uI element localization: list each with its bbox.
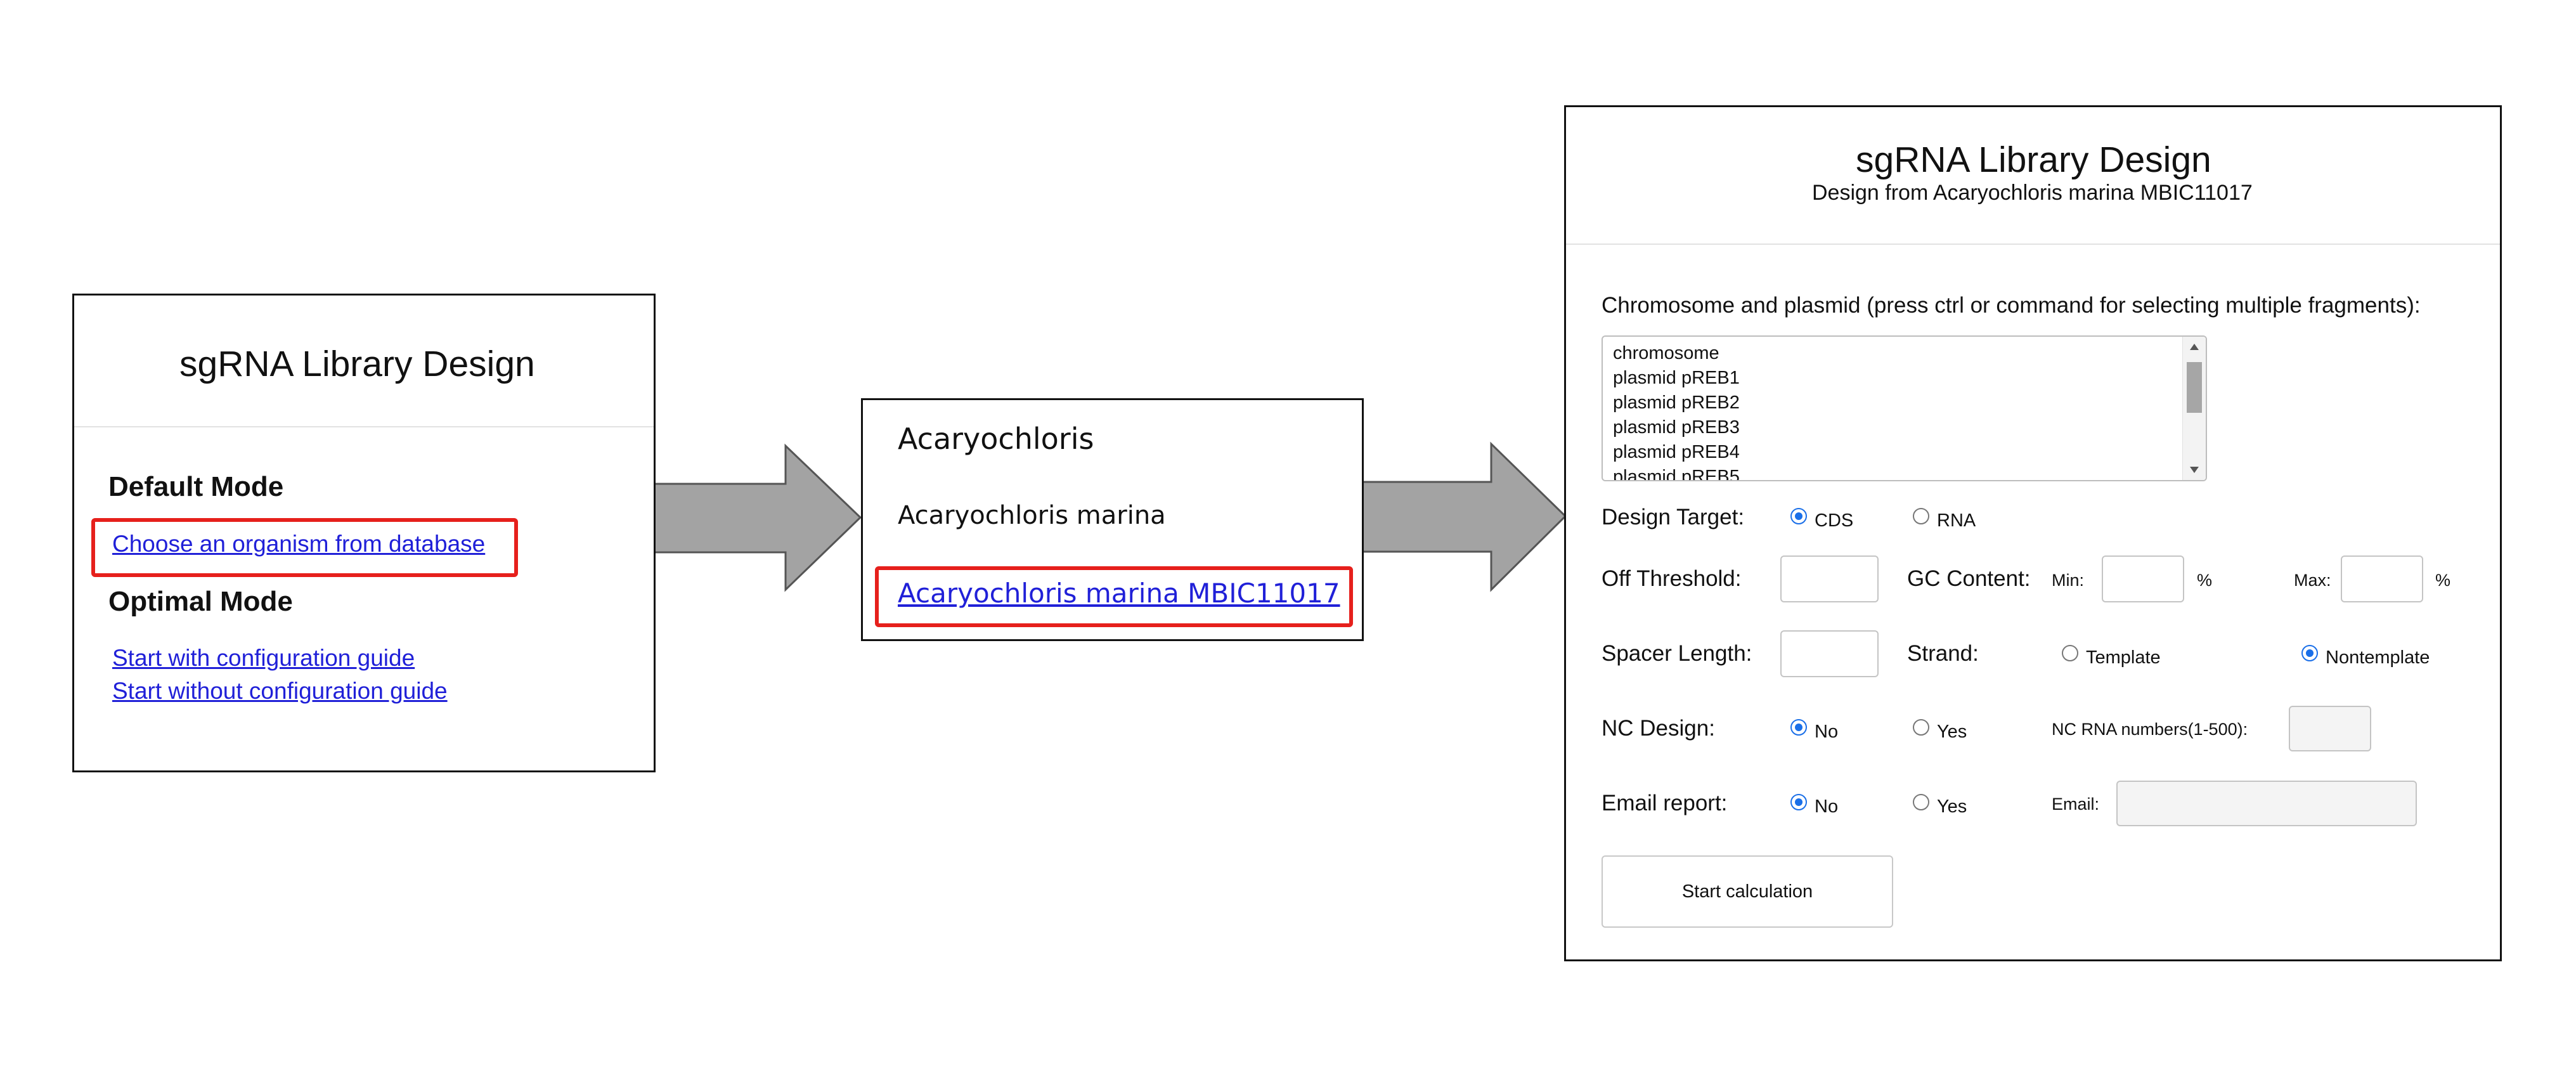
default-mode-heading: Default Mode <box>108 471 284 502</box>
gc-content-label: GC Content: <box>1907 566 2031 591</box>
fragments-listbox[interactable]: chromosome plasmid pREB1 plasmid pREB2 p… <box>1602 335 2207 481</box>
off-threshold-label: Off Threshold: <box>1602 566 1742 591</box>
email-input[interactable] <box>2116 781 2417 826</box>
organism-browser-panel: Acaryochloris Acaryochloris marina Acary… <box>861 398 1364 641</box>
email-report-label: Email report: <box>1602 791 1728 815</box>
divider <box>74 426 654 427</box>
strand-template-label: Template <box>2086 647 2161 668</box>
nc-design-label: NC Design: <box>1602 716 1715 741</box>
target-cds-label: CDS <box>1815 510 1854 531</box>
right-arrow-icon <box>1362 441 1567 592</box>
panel-title: sgRNA Library Design <box>179 344 535 384</box>
email-report-no-radio[interactable] <box>1790 794 1807 810</box>
gc-min-input[interactable] <box>2102 555 2184 602</box>
list-item[interactable]: plasmid pREB5 <box>1613 467 1740 481</box>
list-item[interactable]: plasmid pREB4 <box>1613 442 1740 462</box>
scrollbar[interactable] <box>2182 337 2206 480</box>
list-item[interactable]: plasmid pREB1 <box>1613 368 1740 388</box>
start-without-guide-link[interactable]: Start without configuration guide <box>112 678 448 704</box>
target-cds-radio[interactable] <box>1790 508 1807 524</box>
spacer-length-input[interactable] <box>1780 630 1879 677</box>
target-rna-radio[interactable] <box>1913 508 1929 524</box>
gc-max-label: Max: <box>2294 571 2331 590</box>
target-rna-label: RNA <box>1937 510 1976 531</box>
scrollbar-thumb[interactable] <box>2187 362 2202 413</box>
strand-nontemplate-radio[interactable] <box>2301 645 2318 661</box>
form-title: sgRNA Library Design <box>1856 140 2211 180</box>
start-with-guide-link[interactable]: Start with configuration guide <box>112 645 415 671</box>
start-calculation-button[interactable]: Start calculation <box>1602 855 1893 928</box>
design-target-label: Design Target: <box>1602 505 1745 529</box>
choose-organism-link[interactable]: Choose an organism from database <box>112 531 486 557</box>
strand-nontemplate-label: Nontemplate <box>2326 647 2430 668</box>
spacer-length-label: Spacer Length: <box>1602 641 1752 666</box>
list-item[interactable]: chromosome <box>1613 343 1719 363</box>
gc-min-percent: % <box>2197 571 2213 590</box>
mode-selection-panel: sgRNA Library Design Default Mode Choose… <box>72 294 656 772</box>
gc-max-input[interactable] <box>2341 555 2423 602</box>
list-item[interactable]: plasmid pREB3 <box>1613 417 1740 438</box>
form-subtitle: Design from Acaryochloris marina MBIC110… <box>1812 181 2253 205</box>
genus-item[interactable]: Acaryochloris <box>898 422 1094 456</box>
fragments-label: Chromosome and plasmid (press ctrl or co… <box>1602 293 2421 318</box>
email-report-yes-label: Yes <box>1937 796 1967 817</box>
optimal-mode-heading: Optimal Mode <box>108 586 293 617</box>
gc-min-label: Min: <box>2052 571 2085 590</box>
strain-link[interactable]: Acaryochloris marina MBIC11017 <box>898 578 1340 609</box>
scroll-up-icon[interactable] <box>2189 343 2199 351</box>
nc-rna-numbers-input[interactable] <box>2289 706 2371 751</box>
nc-rna-numbers-label: NC RNA numbers(1-500): <box>2052 720 2248 739</box>
email-report-yes-radio[interactable] <box>1913 794 1929 810</box>
divider <box>1566 244 2500 245</box>
nc-design-no-label: No <box>1815 722 1839 742</box>
email-label: Email: <box>2052 795 2100 814</box>
species-item[interactable]: Acaryochloris marina <box>898 501 1166 530</box>
list-item[interactable]: plasmid pREB2 <box>1613 393 1740 413</box>
nc-design-no-radio[interactable] <box>1790 719 1807 736</box>
gc-max-percent: % <box>2435 571 2451 590</box>
strand-template-radio[interactable] <box>2062 645 2078 661</box>
off-threshold-input[interactable] <box>1780 555 1879 602</box>
scroll-down-icon[interactable] <box>2189 466 2199 474</box>
highlight-box <box>91 518 518 577</box>
email-report-no-label: No <box>1815 796 1839 817</box>
strand-label: Strand: <box>1907 641 1979 666</box>
nc-design-yes-label: Yes <box>1937 722 1967 742</box>
nc-design-yes-radio[interactable] <box>1913 719 1929 736</box>
highlight-box <box>875 566 1353 627</box>
design-form-panel: sgRNA Library Design Design from Acaryoc… <box>1564 105 2502 961</box>
right-arrow-icon <box>654 443 862 592</box>
